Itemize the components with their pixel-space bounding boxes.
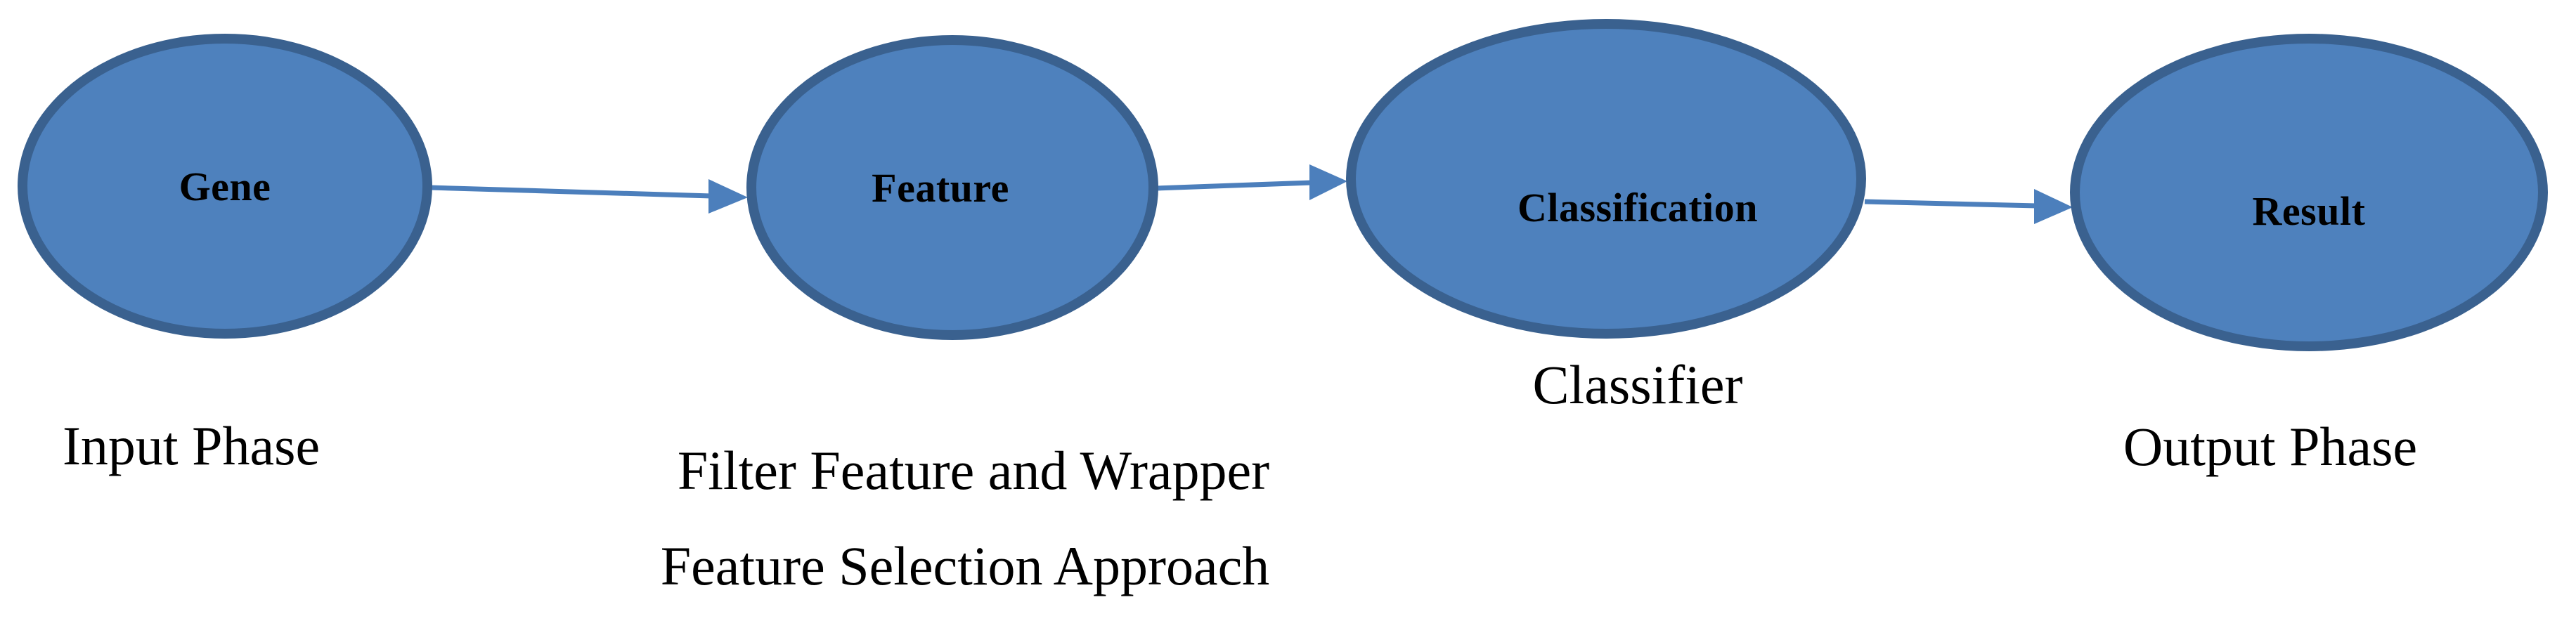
arrow-line xyxy=(1156,180,1312,191)
caption-input-phase: Input Phase xyxy=(62,415,321,476)
node-result-label: Result xyxy=(2252,188,2366,234)
node-classification-label: Classification xyxy=(1517,185,1759,230)
caption-feature-selection-line2: Feature Selection Approach xyxy=(660,535,1270,596)
caption-feature-selection-line1: Filter Feature and Wrapper xyxy=(677,440,1270,501)
node-gene: Gene xyxy=(18,34,432,339)
arrowhead-icon xyxy=(708,179,748,214)
arrow-gene-to-feature xyxy=(429,179,748,214)
arrow-feature-to-classification xyxy=(1156,164,1347,200)
arrow-line xyxy=(429,185,712,199)
node-gene-label: Gene xyxy=(179,163,271,209)
node-feature: Feature xyxy=(746,35,1158,340)
caption-classifier: Classifier xyxy=(1532,354,1743,415)
node-feature-label: Feature xyxy=(872,164,1009,211)
arrow-classification-to-result xyxy=(1864,189,2073,224)
node-result: Result xyxy=(2070,34,2548,351)
node-classification: Classification xyxy=(1346,19,1866,339)
arrow-line xyxy=(1864,199,2038,209)
arrowhead-icon xyxy=(2034,189,2073,224)
arrowhead-icon xyxy=(1309,164,1347,200)
caption-output-phase: Output Phase xyxy=(2123,416,2418,477)
